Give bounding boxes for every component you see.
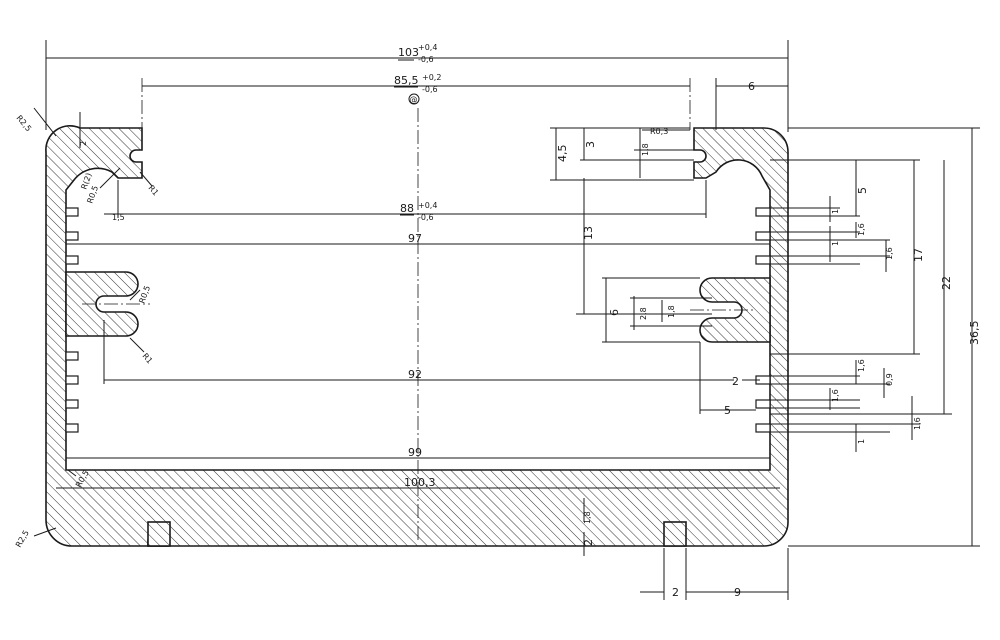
dim-17: 17 [912,248,925,262]
left-teeth [65,207,79,433]
dim-4-5: 4,5 [556,145,569,163]
dim-1-6-a: 1,6 [857,223,866,236]
dim-103: 103 [398,46,419,59]
dim-85-5-tol-lower: -0,6 [422,85,438,94]
dim-97: 97 [408,232,422,245]
dim-2-foot-w: 2 [672,586,679,599]
dim-3: 3 [584,141,597,148]
radius-1-mid: R1 [140,352,154,366]
dim-5-right: 5 [856,187,869,194]
dim-6-top: 6 [748,80,755,93]
dim-1-6-b: 1,6 [885,247,894,260]
dim-2-8: 2,8 [639,307,648,320]
dim-1-8-mid: 1,8 [667,305,676,318]
dim-1-b: 1 [831,241,840,246]
dim-1-6-d: 1,6 [831,389,840,402]
dim-36-5: 36,5 [968,321,981,346]
dim-92: 92 [408,368,422,381]
dim-88: 88 [400,202,414,215]
dim-9: 9 [734,586,741,599]
dim-22: 22 [940,276,953,290]
dim-100-3: 100,3 [404,476,436,489]
dim-1-c: 1 [857,439,866,444]
radius-2-5-bottom: R2,5 [14,529,31,549]
dim-13: 13 [582,226,595,240]
dim-1-a: 1 [831,209,840,214]
dim-88-tol-lower: -0,6 [418,213,434,222]
dim-85-5: 85,5 [394,74,419,87]
dim-2-small: 2 [79,141,88,146]
dim-6-mid: 6 [608,309,621,316]
radius-0-5-mid: R0,5 [137,284,152,304]
radius-1-top: R1 [146,184,160,198]
radius-0-3: R0,3 [650,127,668,136]
dim-85-5-symbol: @ [410,95,418,104]
vertical-dimensions: 36,5 22 17 5 1 1,6 1 1,6 [79,112,981,556]
dim-1-8-top: 1,8 [641,143,650,156]
right-foot-block [663,521,687,547]
dim-103-tol-upper: +0,4 [418,43,437,52]
dim-2-right: 2 [732,375,739,388]
dim-0-9: 0,9 [885,373,894,386]
dim-5-lower: 5 [724,404,731,417]
dim-103-tol-lower: -0,6 [418,55,434,64]
dim-1-6-e: 1,6 [913,417,922,430]
left-foot-block [147,521,171,547]
dim-2-foot-h: 2 [582,539,595,546]
dim-85-5-tol-upper: +0,2 [422,73,441,82]
profile-wall [45,124,789,547]
right-clip-boss [699,277,771,343]
dim-1-8-bottom: 1,8 [583,511,592,524]
horizontal-dimensions: 103 +0,4 -0,6 85,5 +0,2 -0,6 @ 6 88 +0,4… [45,40,789,600]
radius-2-5-top: R2,5 [14,114,33,134]
right-teeth [755,207,771,433]
profile-section [45,124,789,547]
dim-99: 99 [408,446,422,459]
dim-1-6-c: 1,6 [857,359,866,372]
dim-1-5: 1,5 [112,213,125,222]
dim-88-tol-upper: +0,4 [418,201,437,210]
left-clip-boss [65,271,139,337]
